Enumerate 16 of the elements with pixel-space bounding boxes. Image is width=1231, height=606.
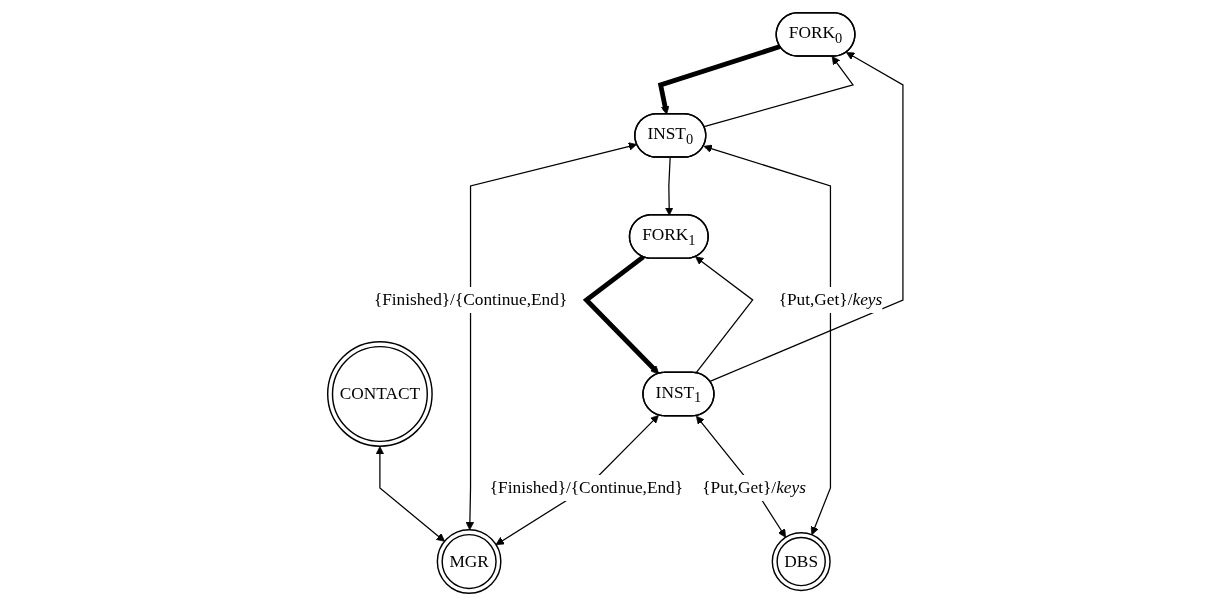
edge-label: {Put,Get}/keys [702, 477, 807, 498]
arrow [665, 156, 674, 216]
node-circle: CONTACT [327, 341, 433, 447]
edge-label: {Put,Get}/keys [778, 289, 883, 310]
edge-label: {Finished}/{Continue,End} [374, 289, 568, 310]
arrow [703, 56, 855, 128]
arrow [582, 255, 660, 375]
arrow [709, 52, 904, 383]
edge-label: {Finished}/{Continue,End} [489, 477, 684, 498]
arrow [465, 142, 638, 531]
arrow [703, 144, 832, 536]
arrow [658, 44, 782, 115]
node-circle: MGR [436, 529, 502, 594]
arrow [695, 256, 754, 374]
node-circle: DBS [771, 532, 831, 592]
arrow [375, 446, 446, 542]
